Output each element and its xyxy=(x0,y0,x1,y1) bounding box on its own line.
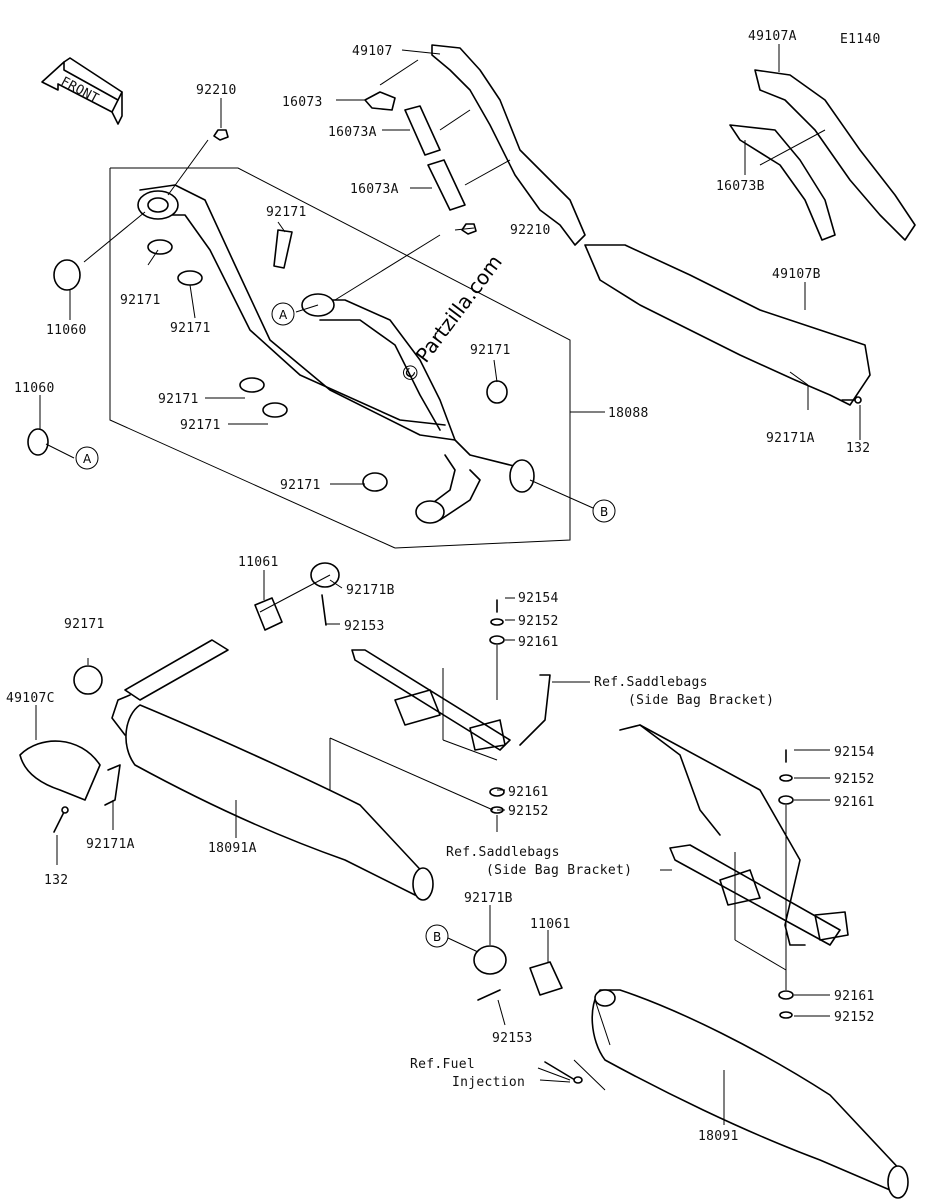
header-pipe-18088 xyxy=(137,184,535,524)
heat-shield-16073 xyxy=(364,91,396,111)
heat-cover-49107b xyxy=(584,244,871,406)
gasket-11060-upper xyxy=(53,259,81,291)
label-92154-right: 92154 xyxy=(834,745,875,760)
label-18091: 18091 xyxy=(698,1129,739,1144)
label-ref-saddlebags-left: Ref.Saddlebags xyxy=(594,675,708,690)
label-132-lower: 132 xyxy=(44,873,68,888)
label-11061-upper: 11061 xyxy=(238,555,279,570)
callout-b-lower: B xyxy=(425,924,479,953)
label-92171-7: 92171 xyxy=(280,478,321,493)
clamp-92171b-lower xyxy=(473,945,507,975)
label-92171b-lower: 92171B xyxy=(464,891,513,906)
callout-a-lower: A xyxy=(45,443,99,470)
callout-b-upper: B xyxy=(529,479,616,523)
muffler-18091 xyxy=(591,989,909,1199)
clamp-92171-b xyxy=(177,270,203,286)
label-92210-lower: 92210 xyxy=(510,223,551,238)
label-ref-fuel: Ref.Fuel xyxy=(410,1057,475,1072)
label-92153-upper: 92153 xyxy=(344,619,385,634)
assembly-bracket-18088 xyxy=(109,167,605,549)
clamp-92171-g xyxy=(273,229,293,269)
heat-shield-16073a-lower xyxy=(427,159,466,211)
label-92161-left-top: 92161 xyxy=(518,635,559,650)
label-92171-8: 92171 xyxy=(64,617,105,632)
label-92210-upper: 92210 xyxy=(196,83,237,98)
sleeve-11061-upper xyxy=(254,597,283,631)
label-11060-upper: 11060 xyxy=(46,323,87,338)
sleeve-11061-lower xyxy=(529,961,563,996)
label-11061-lower: 11061 xyxy=(530,917,571,932)
label-132-upper: 132 xyxy=(846,441,870,456)
front-arrow-icon: FRONT xyxy=(41,57,123,125)
label-92152-right-top: 92152 xyxy=(834,772,875,787)
svg-text:B: B xyxy=(600,505,608,519)
label-16073a-lower: 16073A xyxy=(350,182,399,197)
hardware-stack-right xyxy=(778,749,794,1019)
label-49107: 49107 xyxy=(352,44,393,59)
clamp-92171-c xyxy=(239,377,265,393)
label-side-bag-bracket-right: (Side Bag Bracket) xyxy=(486,863,632,878)
label-side-bag-bracket-left: (Side Bag Bracket) xyxy=(628,693,774,708)
label-ref-saddlebags-right: Ref.Saddlebags xyxy=(446,845,560,860)
nut-92210-upper xyxy=(213,129,229,141)
leader-lines xyxy=(35,44,861,1125)
hardware-stack-left xyxy=(489,599,505,814)
bracket-right xyxy=(619,724,849,946)
bolt-132-lower xyxy=(53,806,69,833)
clamp-92171-d xyxy=(262,402,288,418)
label-11060-lower: 11060 xyxy=(14,381,55,396)
clamp-92171-a xyxy=(147,239,173,255)
muffler-18091a xyxy=(111,639,434,901)
clamp-92171-f xyxy=(486,380,508,404)
svg-text:B: B xyxy=(433,930,441,944)
callout-a-upper: A xyxy=(271,302,319,326)
label-49107c: 49107C xyxy=(6,691,55,706)
bolt-92153-lower xyxy=(477,989,501,1001)
label-92171-2: 92171 xyxy=(120,293,161,308)
svg-text:A: A xyxy=(83,452,92,466)
gasket-11060-lower xyxy=(27,428,49,456)
label-16073a-upper: 16073A xyxy=(328,125,377,140)
label-16073b: 16073B xyxy=(716,179,765,194)
cover-49107c xyxy=(19,740,121,806)
label-92153-lower: 92153 xyxy=(492,1031,533,1046)
label-16073: 16073 xyxy=(282,95,323,110)
label-92161-left-bottom: 92161 xyxy=(508,785,549,800)
label-92171-3: 92171 xyxy=(170,321,211,336)
label-92171-4: 92171 xyxy=(470,343,511,358)
part-labels: 49107 16073 16073A 16073A 49107A 16073B … xyxy=(6,29,875,1144)
label-49107b: 49107B xyxy=(772,267,821,282)
heat-shield-16073b xyxy=(729,124,836,241)
label-92171-6: 92171 xyxy=(180,418,221,433)
heat-cover-49107a xyxy=(754,69,916,241)
label-92171b-upper: 92171B xyxy=(346,583,395,598)
label-92152-left-bottom: 92152 xyxy=(508,804,549,819)
label-49107a: 49107A xyxy=(748,29,797,44)
bracket-left xyxy=(351,649,551,751)
label-92161-right-top: 92161 xyxy=(834,795,875,810)
svg-text:A: A xyxy=(279,308,288,322)
label-92171-1: 92171 xyxy=(266,205,307,220)
heat-cover-49107 xyxy=(431,44,586,246)
label-18091a: 18091A xyxy=(208,841,257,856)
fuel-injection-sensor xyxy=(544,1061,583,1084)
bolt-132-upper xyxy=(841,396,862,404)
label-92152-right-bottom: 92152 xyxy=(834,1010,875,1025)
label-92161-right-bottom: 92161 xyxy=(834,989,875,1004)
label-92154-left: 92154 xyxy=(518,591,559,606)
label-92171a-upper: 92171A xyxy=(766,431,815,446)
label-92152-left-top: 92152 xyxy=(518,614,559,629)
diagram-code: E1140 xyxy=(840,32,881,47)
label-injection: Injection xyxy=(452,1075,525,1090)
clamp-92171-e xyxy=(362,472,388,492)
label-92171a-lower: 92171A xyxy=(86,837,135,852)
bolt-92153-upper xyxy=(321,594,327,626)
label-18088: 18088 xyxy=(608,406,649,421)
heat-shield-16073a-upper xyxy=(404,105,441,156)
clamp-92171-h xyxy=(73,665,103,695)
label-92171-5: 92171 xyxy=(158,392,199,407)
watermark: © Partzilla.com xyxy=(395,250,507,388)
